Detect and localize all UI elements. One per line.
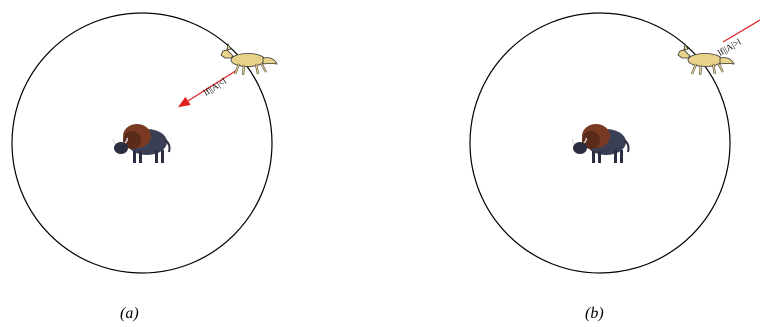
velocity-vector-label: lf||A|<l	[202, 75, 229, 97]
velocity-vector-arrow	[723, 20, 760, 42]
bison-icon	[113, 124, 169, 163]
panel-caption: (a)	[120, 305, 139, 322]
panel-b: lf||A|>l (b)	[470, 13, 760, 322]
bison-icon	[572, 124, 628, 163]
velocity-vector-label: lf||A|>l	[716, 36, 743, 57]
wolf-icon	[221, 44, 277, 75]
panel-a: lf||A|<l (a)	[12, 13, 277, 322]
panel-caption: (b)	[585, 305, 604, 322]
